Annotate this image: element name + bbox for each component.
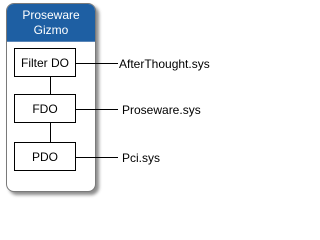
device-title-line1: Proseware: [22, 8, 80, 22]
link-fdo-driver: [76, 109, 118, 110]
device-title-line2: Gizmo: [33, 23, 69, 37]
link-pdo-driver: [76, 157, 118, 158]
device-object-pdo: PDO: [14, 142, 76, 171]
device-header: Proseware Gizmo: [7, 4, 95, 42]
driver-label-proseware: Proseware.sys: [122, 103, 201, 117]
device-object-fdo: FDO: [14, 94, 76, 123]
device-object-filter-do: Filter DO: [14, 48, 76, 77]
link-filter-do-driver: [76, 63, 118, 64]
driver-label-afterthought: AfterThought.sys: [119, 57, 210, 71]
driver-label-pci: Pci.sys: [122, 151, 161, 165]
connector-fdo-to-pdo: [50, 123, 51, 142]
connector-filter-to-fdo: [50, 77, 51, 94]
